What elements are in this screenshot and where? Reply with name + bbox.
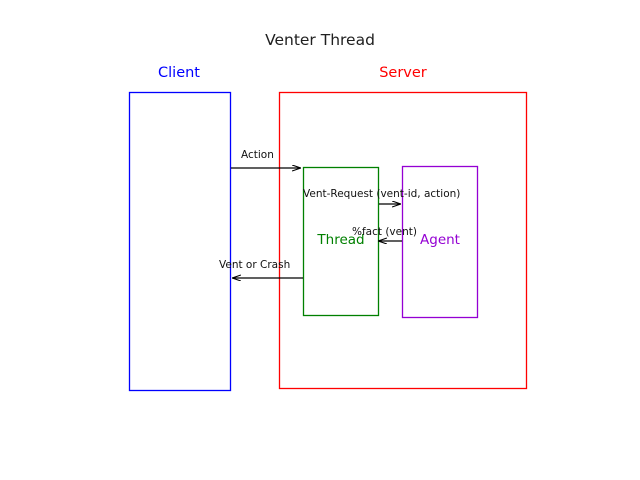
- message-label-fact-vent: %fact (vent): [352, 226, 417, 238]
- message-label-action: Action: [241, 149, 274, 161]
- message-label-vent-or-crash: Vent or Crash: [219, 259, 291, 271]
- figure-title: Venter Thread: [265, 31, 375, 49]
- server-lane-label: Server: [379, 65, 427, 81]
- agent-component-box: [401, 165, 479, 319]
- client-lane-label: Client: [158, 65, 200, 81]
- thread-component-label: Thread: [317, 232, 365, 248]
- server-lane-box: [278, 91, 528, 390]
- client-lane-box: [128, 91, 232, 392]
- message-label-vent-request: Vent-Request (vent-id, action): [303, 188, 461, 200]
- agent-component-label: Agent: [420, 232, 460, 248]
